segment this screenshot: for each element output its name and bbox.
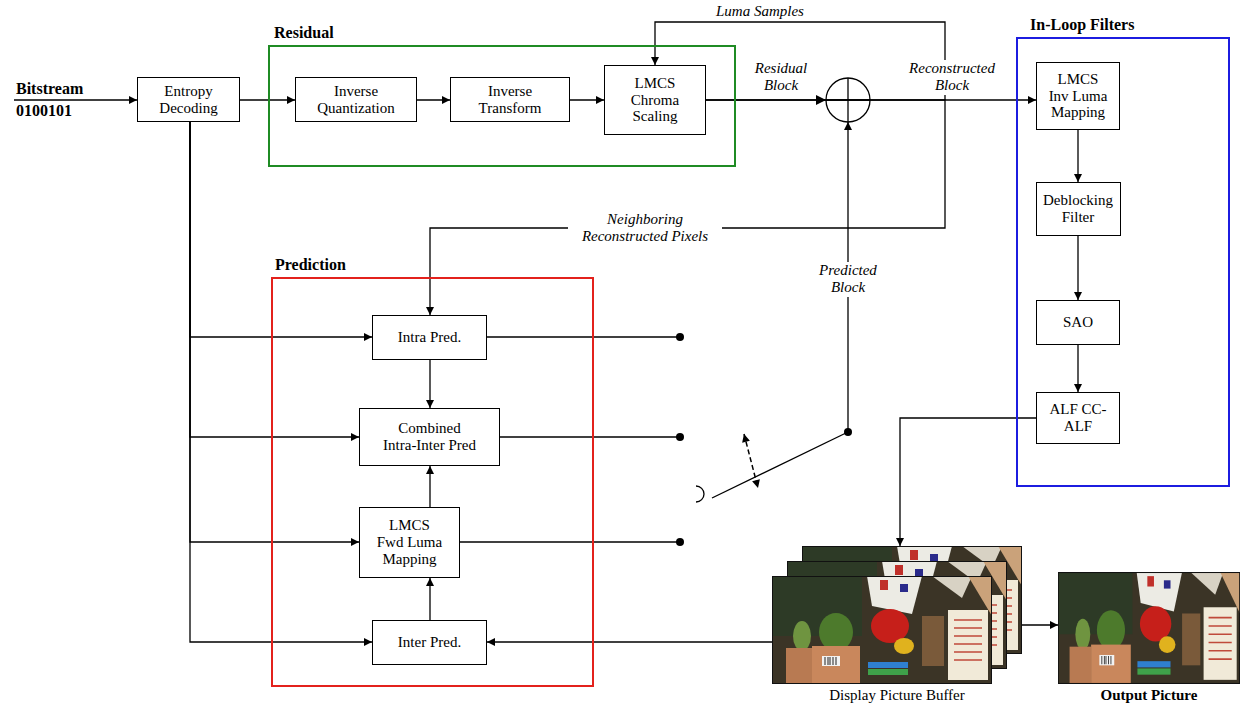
flow-arrow: [190, 122, 372, 337]
box-label: Inverse Transform: [470, 83, 550, 117]
flow-arrow: [1077, 345, 1078, 392]
signal-label: Residual Block: [744, 60, 818, 95]
switch-arm: [712, 432, 848, 498]
process-box: LMCS Fwd Luma Mapping: [359, 507, 460, 578]
flow-arrow: [570, 99, 604, 100]
label-holder: Luma Samples: [714, 3, 806, 20]
box-label: Entropy Decoding: [153, 83, 225, 117]
box-label: LMCS Inv Luma Mapping: [1048, 71, 1109, 121]
stage-group: LMCS Inv Luma MappingDeblocking FilterSA…: [1016, 37, 1230, 487]
box-label: ALF CC-ALF: [1049, 401, 1107, 435]
flow-arrow: [190, 122, 359, 542]
process-box: Intra Pred.: [372, 315, 487, 360]
process-box: LMCS Chroma Scaling: [604, 65, 706, 135]
flow-arrow: [429, 466, 430, 507]
prediction-output-wire: [460, 541, 680, 542]
box-label: LMCS Fwd Luma Mapping: [376, 517, 444, 567]
flow-arrow: [1077, 130, 1078, 182]
buffered-picture: [772, 576, 992, 684]
prediction-output-wire: [500, 436, 680, 437]
picture-caption: Output Picture: [1101, 687, 1198, 704]
prediction-output-wire: [487, 336, 680, 337]
heading-holder: Residual: [274, 24, 334, 42]
picture-caption: Display Picture Buffer: [829, 687, 965, 704]
label-holder: 0100101: [14, 102, 74, 120]
switch-contact: [676, 538, 684, 546]
flow-arrow: [417, 99, 450, 100]
flow-arrow: [1077, 236, 1078, 300]
stage-group: Intra Pred. Combined Intra-Inter PredLMCS…: [271, 277, 594, 687]
signal-label: Reconstructed Block: [895, 60, 1009, 95]
box-label: LMCS Chroma Scaling: [625, 75, 685, 125]
output-picture: [1058, 572, 1240, 684]
group-heading: Residual: [274, 24, 334, 42]
label-holder: Reconstructed Block: [895, 60, 1009, 95]
switch-contact: [676, 333, 684, 341]
switch-motion-arrow: [744, 434, 758, 488]
process-box: Deblocking Filter: [1036, 182, 1121, 236]
box-label: Deblocking Filter: [1041, 192, 1115, 226]
switch-stop: [696, 486, 704, 502]
signal-label: Luma Samples: [714, 3, 806, 20]
flow-arrow: [190, 122, 359, 437]
label-holder: Predicted Block: [809, 262, 888, 297]
heading-holder: In-Loop Filters: [1030, 16, 1134, 34]
stage-group: Inverse Quantization Inverse Transform LMC…: [268, 45, 736, 167]
signal-label: Predicted Block: [809, 262, 888, 297]
box-label: Combined Intra-Inter Pred: [381, 420, 478, 454]
flow-arrow: [487, 641, 772, 642]
heading-holder: Prediction: [275, 256, 346, 274]
output-picture: Output Picture: [1058, 572, 1240, 704]
process-box: ALF CC-ALF: [1036, 392, 1120, 444]
group-heading: In-Loop Filters: [1030, 16, 1134, 34]
label-holder: Neighboring Reconstructed Pixels: [568, 211, 722, 246]
flow-arrow: [1022, 624, 1058, 625]
flow-arrow: [429, 578, 430, 620]
signal-label: 0100101: [14, 102, 74, 120]
box-label: SAO: [1063, 314, 1093, 331]
flow-arrow: [429, 360, 430, 408]
label-holder: Residual Block: [744, 60, 818, 95]
picture-buffer: Display Picture Buffer: [772, 546, 1022, 704]
group-heading: Prediction: [275, 256, 346, 274]
box-label: Inverse Quantization: [314, 83, 398, 117]
process-box: Combined Intra-Inter Pred: [359, 408, 500, 466]
process-box: LMCS Inv Luma Mapping: [1036, 62, 1120, 130]
switch-contact: [676, 433, 684, 441]
process-box: Inverse Transform: [450, 77, 570, 122]
box-label: Inter Pred.: [398, 634, 461, 651]
process-box: Inverse Quantization: [295, 77, 417, 122]
input-arrow: [14, 99, 137, 100]
process-box: SAO: [1036, 300, 1120, 345]
process-box: Inter Pred.: [372, 620, 487, 665]
box-label: Intra Pred.: [398, 329, 461, 346]
process-box: Entropy Decoding: [137, 77, 240, 122]
signal-label: Bitstream: [14, 80, 85, 98]
flow-arrow: [190, 122, 372, 642]
label-holder: Bitstream: [14, 80, 85, 98]
edge-label: Neighboring Reconstructed Pixels: [568, 211, 722, 246]
